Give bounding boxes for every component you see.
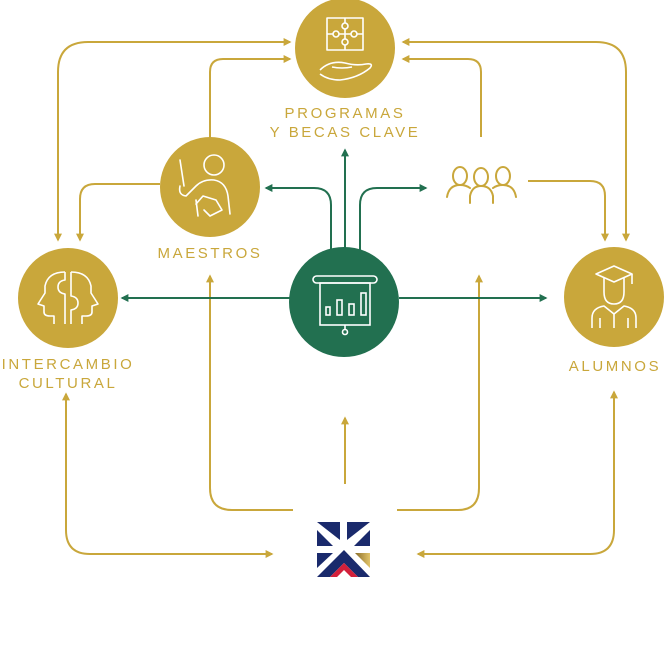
arrow-intercambio-to-logo: [62, 392, 274, 558]
arrow-center-to-maestros: [264, 184, 332, 250]
node-alumnos[interactable]: [564, 247, 664, 347]
arrow-alumnos-to-programas: [401, 38, 630, 242]
label-maestros: MAESTROS: [157, 245, 263, 262]
arrow-center-to-grupo: [359, 184, 428, 250]
puzzle-hand-icon: [319, 17, 373, 81]
node-programas[interactable]: [295, 0, 395, 98]
arrow-maestros-to-programas: [209, 55, 292, 138]
label-alumnos: ALUMNOS: [568, 358, 662, 375]
arrow-alumnos-to-logo: [416, 390, 618, 558]
node-grupo[interactable]: [446, 166, 517, 204]
arrow-logo-to-grupo: [397, 274, 483, 511]
graduate-student-icon: [591, 265, 637, 328]
node-maestros[interactable]: [160, 137, 260, 237]
label-programas-line1: PROGRAMAS: [284, 105, 406, 122]
british-flag-logo-icon[interactable]: [315, 520, 372, 577]
label-programas-line2: Y BECAS CLAVE: [269, 124, 421, 141]
arrow-grupo-to-alumnos: [528, 180, 609, 242]
label-intercambio-line1: INTERCAMBIO: [1, 356, 135, 373]
arrow-grupo-to-programas: [401, 55, 482, 137]
arrow-maestros-to-intercambio: [76, 183, 160, 242]
node-center[interactable]: [289, 247, 399, 357]
teacher-pointer-icon: [178, 154, 231, 217]
label-intercambio-line2: CULTURAL: [18, 375, 118, 392]
presentation-chart-icon: [312, 275, 378, 336]
heads-puzzle-icon: [37, 271, 99, 324]
group-people-icon: [446, 166, 517, 204]
arrow-logo-to-maestros: [206, 274, 293, 511]
node-intercambio[interactable]: [18, 248, 118, 348]
arrow-intercambio-to-programas: [54, 38, 292, 242]
